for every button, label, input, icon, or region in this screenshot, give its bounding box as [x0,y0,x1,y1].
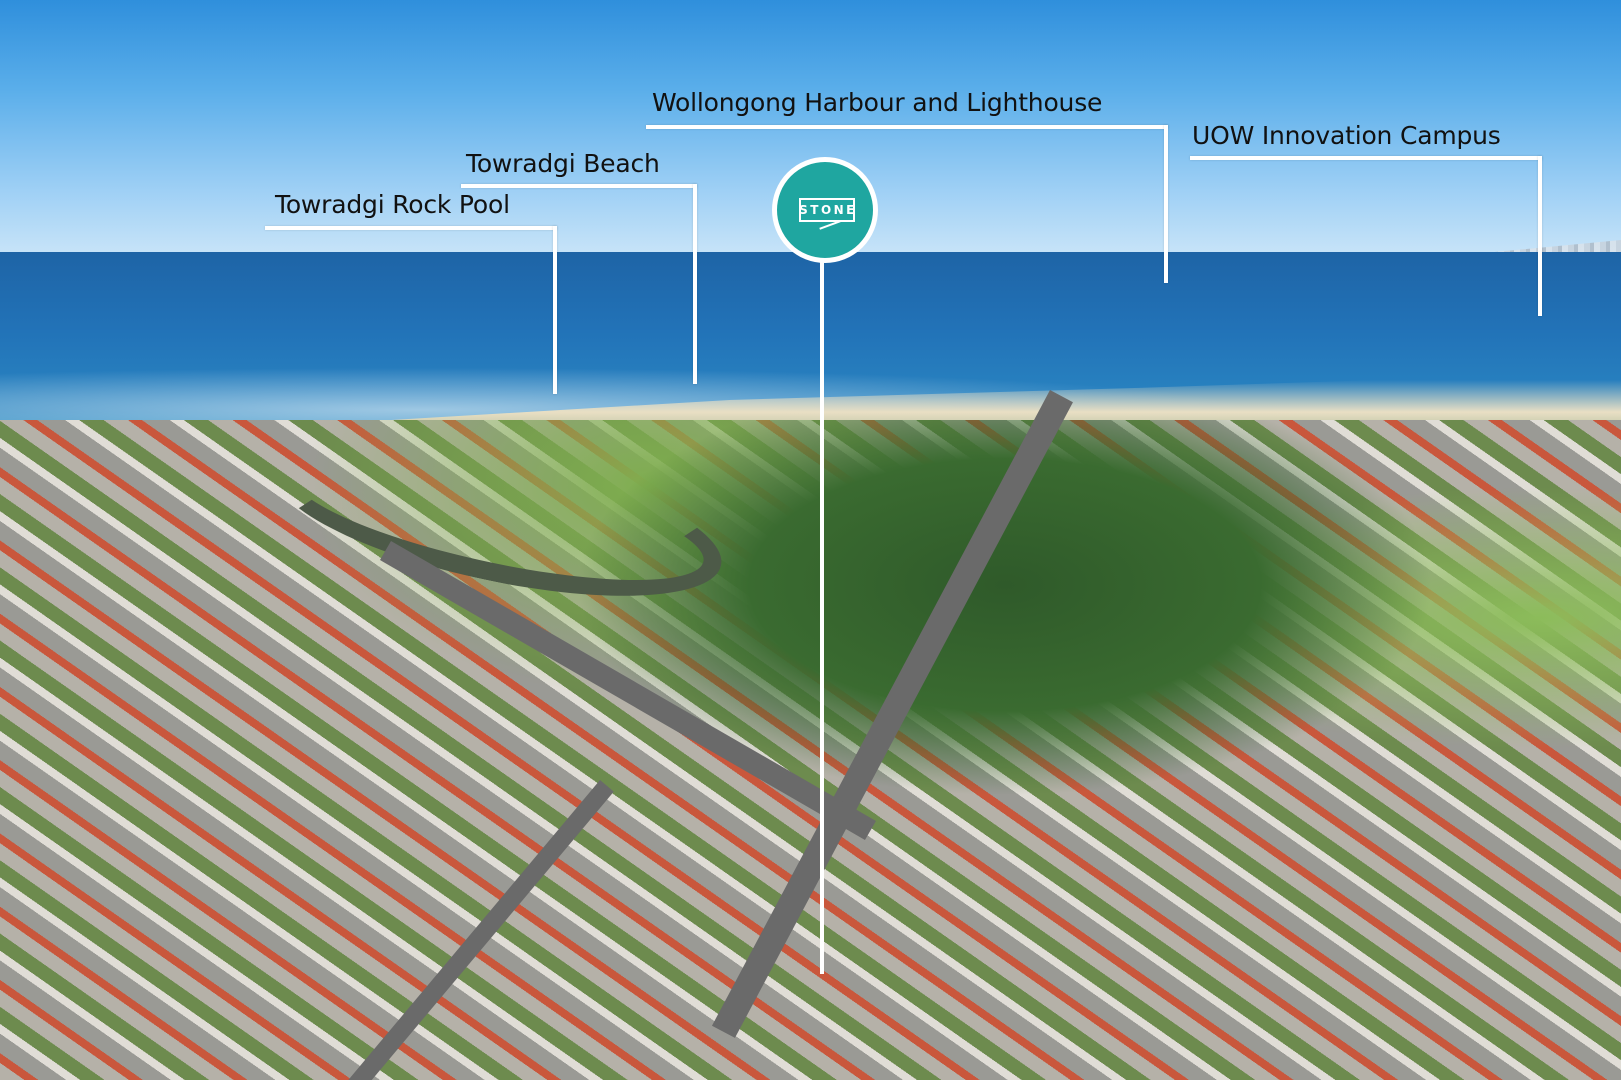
label-line-towradgi-rock-pool [265,226,557,230]
pointer-line-uow-innovation-campus [1538,156,1542,316]
label-line-towradgi-beach [461,184,697,188]
pointer-line-wollongong-harbour [1164,125,1168,283]
stone-logo-pin: STONE [772,157,878,263]
label-towradgi-rock-pool: Towradgi Rock Pool [275,190,510,219]
label-towradgi-beach: Towradgi Beach [466,149,660,178]
label-wollongong-harbour: Wollongong Harbour and Lighthouse [652,88,1103,117]
label-uow-innovation-campus: UOW Innovation Campus [1192,121,1501,150]
label-line-uow-innovation-campus [1190,156,1542,160]
logo-pin-line [820,262,824,974]
suburb-land [0,420,1621,1080]
speech-bubble-logo-icon: STONE [799,198,855,222]
pointer-line-towradgi-beach [693,184,697,384]
label-line-wollongong-harbour [646,125,1168,129]
logo-text: STONE [799,203,857,217]
pointer-line-towradgi-rock-pool [553,226,557,394]
